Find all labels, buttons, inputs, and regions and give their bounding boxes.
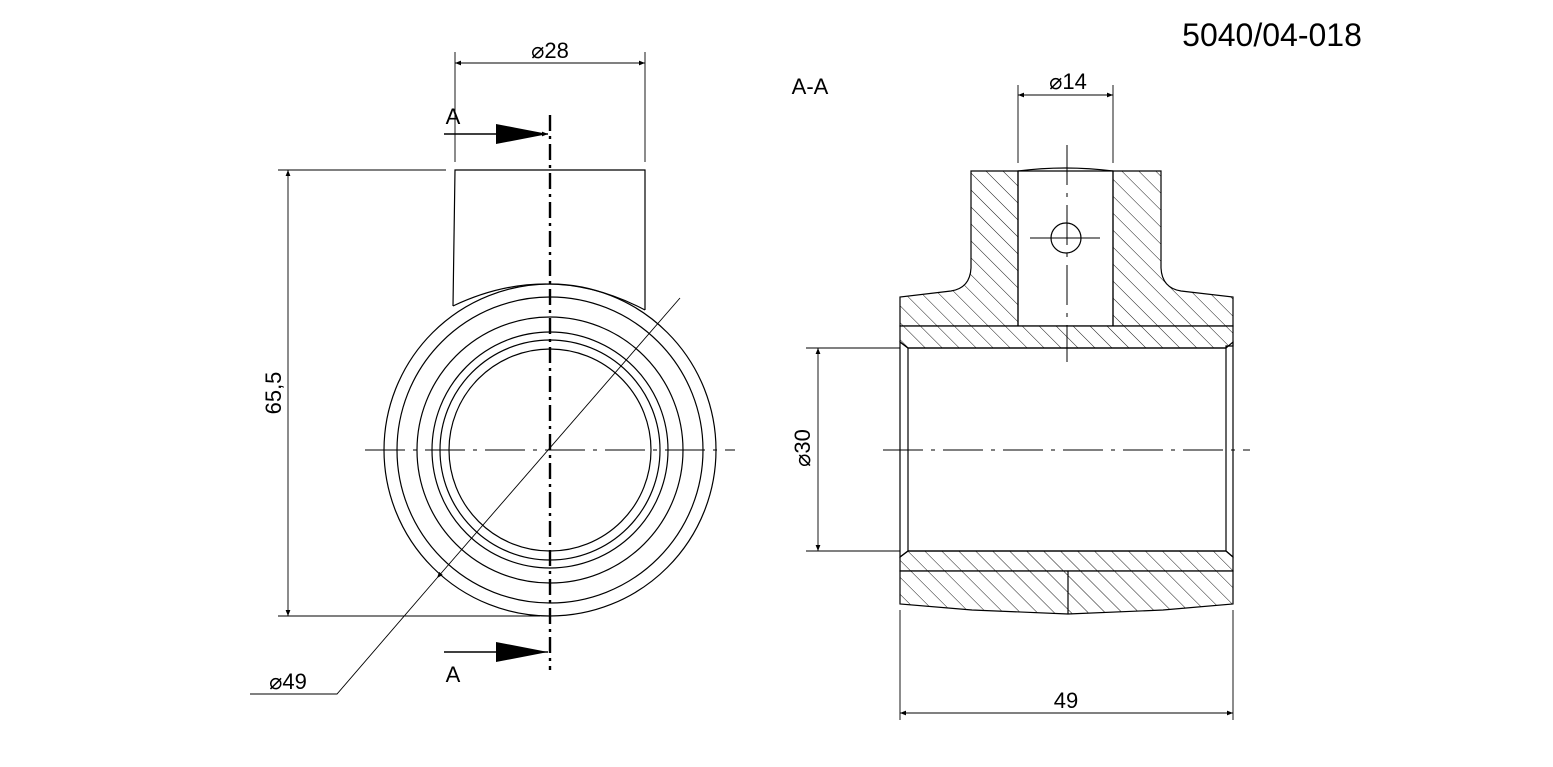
- section-arrow-top-head: [496, 124, 548, 144]
- pin-bore: [1017, 170, 1114, 327]
- section-label-top: A: [446, 104, 461, 129]
- drawing-number: 5040/04-018: [1182, 17, 1362, 53]
- diameter-symbol: ⌀: [1049, 69, 1062, 94]
- bore-outline: [899, 340, 1234, 559]
- dim-outer-diameter: ⌀49: [269, 669, 307, 694]
- section-arrow-bottom-head: [496, 642, 548, 662]
- diameter-symbol: ⌀: [790, 454, 815, 467]
- neck-outline: [452, 169, 646, 310]
- dim-top-diameter-value: 28: [544, 38, 568, 63]
- housing-lower: [899, 570, 1234, 615]
- housing-upper-left: [899, 170, 1019, 327]
- dim-pin-diameter-value: 14: [1062, 69, 1086, 94]
- diameter-symbol: ⌀: [269, 669, 282, 694]
- dim-length-value: 49: [1054, 688, 1078, 713]
- dim-bore-diameter-value: 30: [790, 429, 815, 453]
- dim-pin-diameter: ⌀14: [1049, 69, 1087, 94]
- dim-bore-diameter: ⌀30: [790, 429, 815, 467]
- housing-upper-right: [1112, 170, 1234, 327]
- dim-outer-diameter-value: 49: [282, 669, 306, 694]
- dim-outer-leader: [436, 297, 681, 579]
- dim-height-value: 65,5: [261, 372, 286, 415]
- diameter-symbol: ⌀: [531, 38, 544, 63]
- front-view: A A ⌀28 65,5 ⌀49: [250, 38, 735, 695]
- section-view: A-A ⌀14 ⌀30: [790, 69, 1250, 720]
- dim-outer-leader-tail: [250, 577, 438, 695]
- section-title: A-A: [792, 74, 829, 99]
- dim-top-diameter: ⌀28: [531, 38, 569, 63]
- pin-bore-top-edge: [1017, 167, 1114, 172]
- bushing-bottom-wall: [899, 550, 1234, 572]
- section-label-bottom: A: [446, 662, 461, 687]
